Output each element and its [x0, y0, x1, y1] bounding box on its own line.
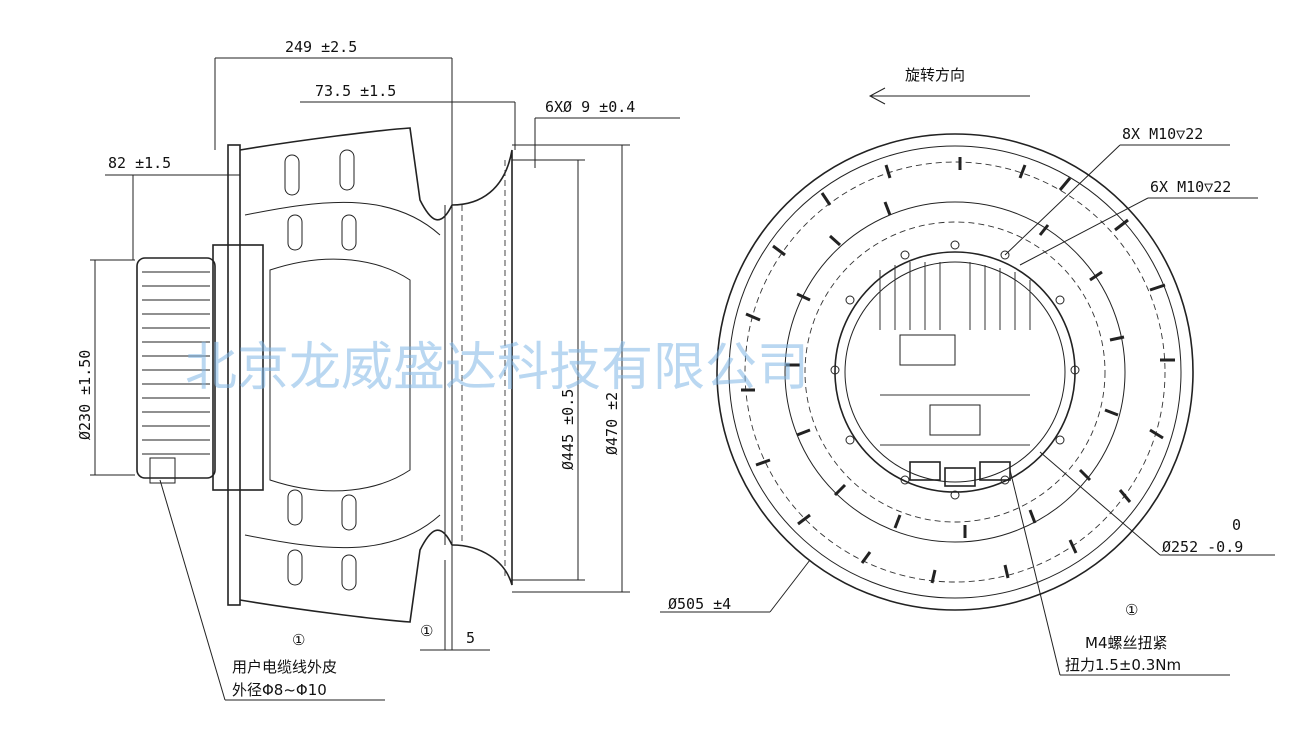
dim-overall-length: 249 ±2.5: [285, 38, 357, 56]
cable-gland: [149, 457, 176, 484]
motor-fins: [142, 271, 210, 455]
connector-3: [979, 461, 1011, 481]
torque-marker: ①: [1125, 601, 1138, 619]
upper-shroud: [239, 127, 453, 221]
screw-note-6x: 6X M10▽22: [1150, 178, 1231, 196]
front-view: 旋转方向: [660, 66, 1275, 676]
watermark-text: 北京龙威盛达科技有限公司: [185, 338, 809, 398]
side-view: 249 ±2.5 73.5 ±1.5 6XØ 9 ±0.4 82 ±1.5 Ø2…: [76, 38, 680, 701]
rotation-label: 旋转方向: [905, 66, 965, 84]
flange-marker: ①: [420, 622, 433, 640]
motor-flange: [212, 244, 264, 491]
arrow-head-icon: [868, 87, 886, 105]
motor-body: [136, 257, 216, 479]
cable-note-line1: 用户电缆线外皮: [232, 658, 337, 676]
outer-ring: [716, 133, 1194, 611]
dim-motor-diameter: Ø230 ±1.50: [76, 350, 94, 440]
inlet-cone: [451, 149, 513, 586]
dim-hole: 6XØ 9 ±0.4: [545, 98, 635, 116]
hub-plate: [834, 251, 1076, 493]
connector-2: [944, 467, 976, 487]
dim-outer-diameter: Ø470 ±2: [603, 392, 621, 455]
torque-note-line1: M4螺丝扭紧: [1085, 634, 1168, 652]
screw-note-8x: 8X M10▽22: [1122, 125, 1203, 143]
lower-shroud: [239, 529, 453, 623]
display-window: [899, 334, 956, 366]
dim-inlet-length: 73.5 ±1.5: [315, 82, 396, 100]
back-plate: [227, 144, 241, 606]
terminal-window: [929, 404, 981, 436]
dim-inner-diameter: Ø445 ±0.5: [559, 389, 577, 470]
dim-outer-diameter-front: Ø505 ±4: [668, 595, 731, 613]
cable-marker: ①: [292, 631, 305, 649]
cable-note-line2: 外径Φ8~Φ10: [232, 681, 327, 699]
hub: [269, 258, 411, 492]
torque-note-line2: 扭力1.5±0.3Nm: [1065, 656, 1181, 674]
connector-1: [909, 461, 941, 481]
dim-inner-circle: Ø252 -0.9: [1162, 538, 1243, 556]
hub-bolts: [830, 240, 1080, 500]
blade-marks: [741, 157, 1175, 584]
dim-motor-offset: 82 ±1.5: [108, 154, 171, 172]
dim-flange: 5: [466, 629, 475, 647]
dim-inner-circle-tol: 0: [1232, 516, 1241, 534]
